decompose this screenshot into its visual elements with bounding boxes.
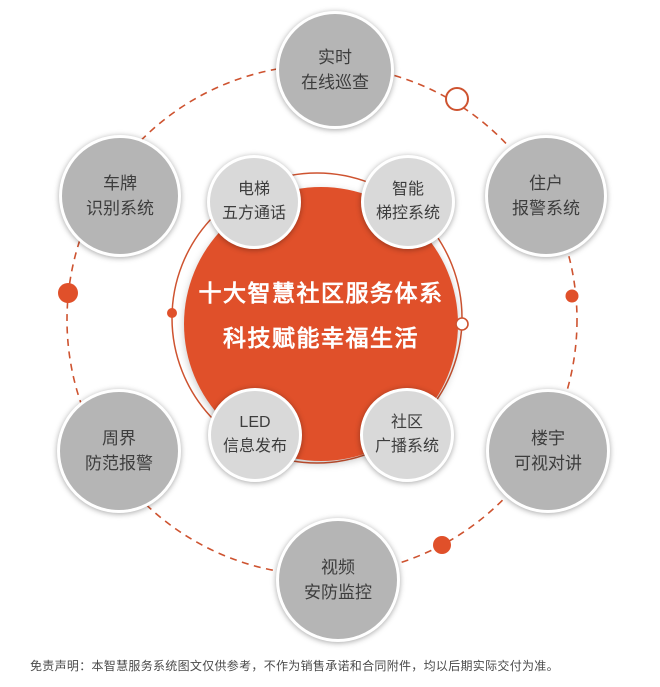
node-label: 电梯 五方通话: [221, 181, 286, 222]
node-building-video-intercom: 楼宇 可视对讲: [486, 389, 610, 513]
node-label: 实时 在线巡查: [301, 47, 369, 93]
node-label: 智能 梯控系统: [375, 181, 440, 222]
node-label: 楼宇 可视对讲: [514, 428, 582, 474]
orbit-dot-bottom-right: [433, 536, 451, 554]
node-led-info-release: LED 信息发布: [208, 388, 302, 482]
ring-dot-left: [167, 308, 177, 318]
node-smart-elevator-control: 智能 梯控系统: [361, 155, 455, 249]
node-label: 社区 广播系统: [374, 414, 439, 455]
ring-dot-right-hollow: [455, 317, 469, 331]
node-resident-alarm: 住户 报警系统: [485, 135, 607, 257]
node-elevator-five-party-intercom: 电梯 五方通话: [207, 155, 301, 249]
node-label: 住户 报警系统: [512, 173, 580, 219]
node-perimeter-alarm: 周界 防范报警: [57, 389, 181, 513]
orbit-dot-top-right-hollow: [445, 87, 469, 111]
node-label: LED 信息发布: [222, 414, 287, 455]
node-community-broadcast: 社区 广播系统: [360, 388, 454, 482]
node-license-plate-recognition: 车牌 识别系统: [59, 135, 181, 257]
orbit-dot-left: [58, 283, 78, 303]
node-video-surveillance: 视频 安防监控: [276, 518, 400, 642]
disclaimer: 免责声明：本智慧服务系统图文仅供参考，不作为销售承诺和合同附件，均以后期实际交付…: [30, 659, 559, 673]
node-label: 周界 防范报警: [85, 428, 153, 474]
node-label: 视频 安防监控: [304, 557, 372, 603]
node-realtime-online-inspection: 实时 在线巡查: [276, 11, 394, 129]
orbit-dot-right: [565, 289, 579, 303]
node-label: 车牌 识别系统: [86, 173, 154, 219]
